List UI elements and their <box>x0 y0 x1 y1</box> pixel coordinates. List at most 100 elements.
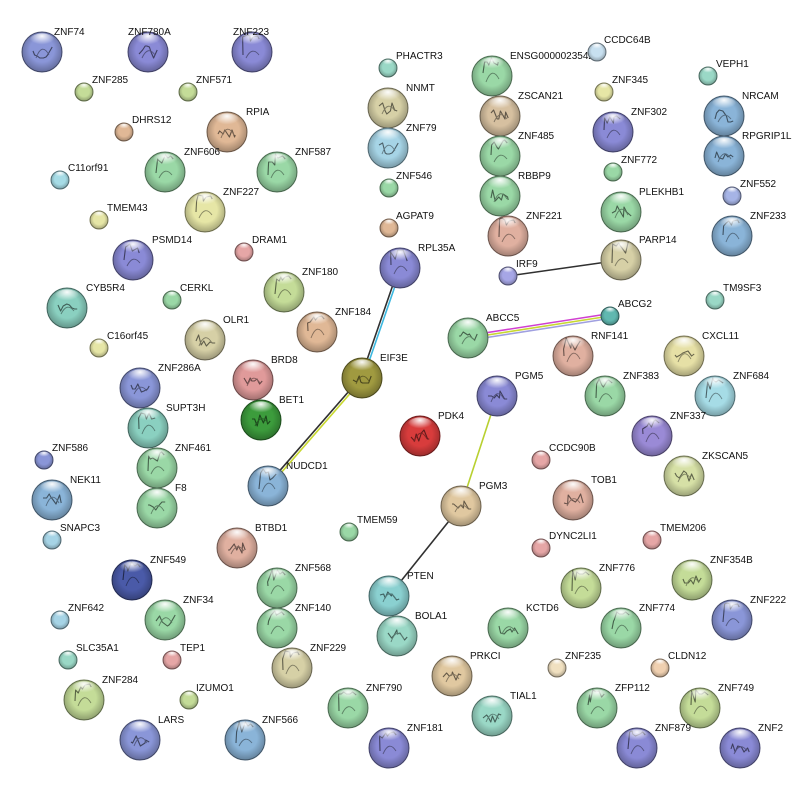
node-abcg2[interactable]: ABCG2 <box>600 299 652 326</box>
node-cyb5r4[interactable]: CYB5R4 <box>46 283 125 329</box>
node-znf571[interactable]: ZNF571 <box>178 75 233 102</box>
node-znf223[interactable]: ZNF223 <box>231 27 273 73</box>
node-znf34[interactable]: ZNF34 <box>144 595 214 641</box>
node-znf461[interactable]: ZNF461 <box>136 443 212 489</box>
node-znf684[interactable]: ZNF684 <box>694 371 770 417</box>
node-znf546[interactable]: ZNF546 <box>379 171 433 198</box>
node-phactr3[interactable]: PHACTR3 <box>378 51 443 78</box>
node-znf552[interactable]: ZNF552 <box>722 179 777 206</box>
node-nek11[interactable]: NEK11 <box>31 475 101 521</box>
node-znf140[interactable]: ZNF140 <box>256 603 332 649</box>
node-c11orf91[interactable]: C11orf91 <box>50 163 109 190</box>
node-dhrs12[interactable]: DHRS12 <box>114 115 172 142</box>
node-znf774[interactable]: ZNF774 <box>600 603 676 649</box>
node-zscan21[interactable]: ZSCAN21 <box>479 91 563 137</box>
node-veph1[interactable]: VEPH1 <box>698 59 749 86</box>
node-znf879[interactable]: ZNF879 <box>616 723 692 769</box>
node-parp14[interactable]: PARP14 <box>600 235 677 281</box>
node-supt3h[interactable]: SUPT3H <box>127 403 205 449</box>
node-znf235[interactable]: ZNF235 <box>547 651 602 678</box>
node-tob1[interactable]: TOB1 <box>552 475 617 521</box>
node-znf568[interactable]: ZNF568 <box>256 563 332 609</box>
node-cldn12[interactable]: CLDN12 <box>650 651 707 678</box>
node-znf586[interactable]: ZNF586 <box>34 443 89 470</box>
node-znf354b[interactable]: ZNF354B <box>671 555 753 601</box>
node-rpia[interactable]: RPIA <box>206 107 270 153</box>
node-znf642[interactable]: ZNF642 <box>50 603 105 630</box>
node-tmem43[interactable]: TMEM43 <box>89 203 148 230</box>
node-c16orf45[interactable]: C16orf45 <box>89 331 149 358</box>
node-tm9sf3[interactable]: TM9SF3 <box>705 283 762 310</box>
node-irf9[interactable]: IRF9 <box>498 259 538 286</box>
node-znf184[interactable]: ZNF184 <box>296 307 372 353</box>
node-f8[interactable]: F8 <box>136 483 187 529</box>
node-tmem206[interactable]: TMEM206 <box>642 523 707 550</box>
node-znf790[interactable]: ZNF790 <box>327 683 403 729</box>
node-prkci[interactable]: PRKCI <box>431 651 501 697</box>
node-snapc3[interactable]: SNAPC3 <box>42 523 100 550</box>
node-znf302[interactable]: ZNF302 <box>592 107 668 153</box>
node-dync2li1[interactable]: DYNC2LI1 <box>531 531 597 558</box>
node-zfp112[interactable]: ZFP112 <box>576 683 650 729</box>
edge-eif3e-nudcd1[interactable] <box>266 376 364 488</box>
node-lars[interactable]: LARS <box>119 715 184 761</box>
node-znf587[interactable]: ZNF587 <box>256 147 332 193</box>
node-znf776[interactable]: ZNF776 <box>560 563 636 609</box>
node-plekhb1[interactable]: PLEKHB1 <box>600 187 684 233</box>
node-cerkl[interactable]: CERKL <box>162 283 214 310</box>
node-slc35a1[interactable]: SLC35A1 <box>58 643 119 670</box>
node-znf227[interactable]: ZNF227 <box>184 187 260 233</box>
node-znf285[interactable]: ZNF285 <box>74 75 129 102</box>
node-znf772[interactable]: ZNF772 <box>603 155 658 182</box>
node-rnf141[interactable]: RNF141 <box>552 331 629 377</box>
node-znf749[interactable]: ZNF749 <box>679 683 755 729</box>
node-ccdc90b[interactable]: CCDC90B <box>531 443 596 470</box>
node-dram1[interactable]: DRAM1 <box>234 235 287 262</box>
node-znf180[interactable]: ZNF180 <box>263 267 339 313</box>
node-znf485[interactable]: ZNF485 <box>479 131 555 177</box>
node-tep1[interactable]: TEP1 <box>162 643 205 670</box>
node-abcc5[interactable]: ABCC5 <box>447 313 520 359</box>
node-agpat9[interactable]: AGPAT9 <box>379 211 434 238</box>
node-znf284[interactable]: ZNF284 <box>63 675 139 721</box>
node-rbbp9[interactable]: RBBP9 <box>479 171 551 217</box>
node-nudcd1[interactable]: NUDCD1 <box>247 461 328 507</box>
node-zkscan5[interactable]: ZKSCAN5 <box>663 451 749 497</box>
node-znf549[interactable]: ZNF549 <box>111 555 187 601</box>
node-znf229[interactable]: ZNF229 <box>271 643 347 689</box>
node-pgm5[interactable]: PGM5 <box>476 371 544 417</box>
node-znf345[interactable]: ZNF345 <box>594 75 649 102</box>
node-znf2[interactable]: ZNF2 <box>719 723 783 769</box>
node-brd8[interactable]: BRD8 <box>232 355 298 401</box>
node-bet1[interactable]: BET1 <box>240 395 304 441</box>
node-znf286a[interactable]: ZNF286A <box>119 363 201 409</box>
node-btbd1[interactable]: BTBD1 <box>216 523 288 569</box>
node-olr1[interactable]: OLR1 <box>184 315 250 361</box>
node-tmem59[interactable]: TMEM59 <box>339 515 398 542</box>
node-kctd6[interactable]: KCTD6 <box>487 603 559 649</box>
node-nrcam[interactable]: NRCAM <box>703 91 779 137</box>
node-eif3e[interactable]: EIF3E <box>341 353 408 399</box>
node-znf221[interactable]: ZNF221 <box>487 211 563 257</box>
node-pdk4[interactable]: PDK4 <box>399 411 465 457</box>
node-znf780a[interactable]: ZNF780A <box>127 27 171 73</box>
node-znf383[interactable]: ZNF383 <box>584 371 660 417</box>
node-znf74[interactable]: ZNF74 <box>21 27 85 73</box>
node-ensg00000235423[interactable]: ENSG00000235423 <box>471 51 600 97</box>
node-znf566[interactable]: ZNF566 <box>224 715 299 761</box>
node-izumo1[interactable]: IZUMO1 <box>179 683 234 710</box>
node-znf222[interactable]: ZNF222 <box>711 595 787 641</box>
node-cxcl11[interactable]: CXCL11 <box>663 331 739 377</box>
node-rpl35a[interactable]: RPL35A <box>379 243 456 289</box>
node-pten[interactable]: PTEN <box>368 571 434 617</box>
node-psmd14[interactable]: PSMD14 <box>112 235 192 281</box>
node-znf181[interactable]: ZNF181 <box>368 723 444 769</box>
node-znf79[interactable]: ZNF79 <box>367 123 437 169</box>
node-pgm3[interactable]: PGM3 <box>440 481 508 527</box>
node-ccdc64b[interactable]: CCDC64B <box>587 35 651 62</box>
node-nnmt[interactable]: NNMT <box>367 83 435 129</box>
node-znf233[interactable]: ZNF233 <box>711 211 787 257</box>
node-bola1[interactable]: BOLA1 <box>376 611 448 657</box>
node-tial1[interactable]: TIAL1 <box>471 691 537 737</box>
node-znf337[interactable]: ZNF337 <box>631 411 707 457</box>
